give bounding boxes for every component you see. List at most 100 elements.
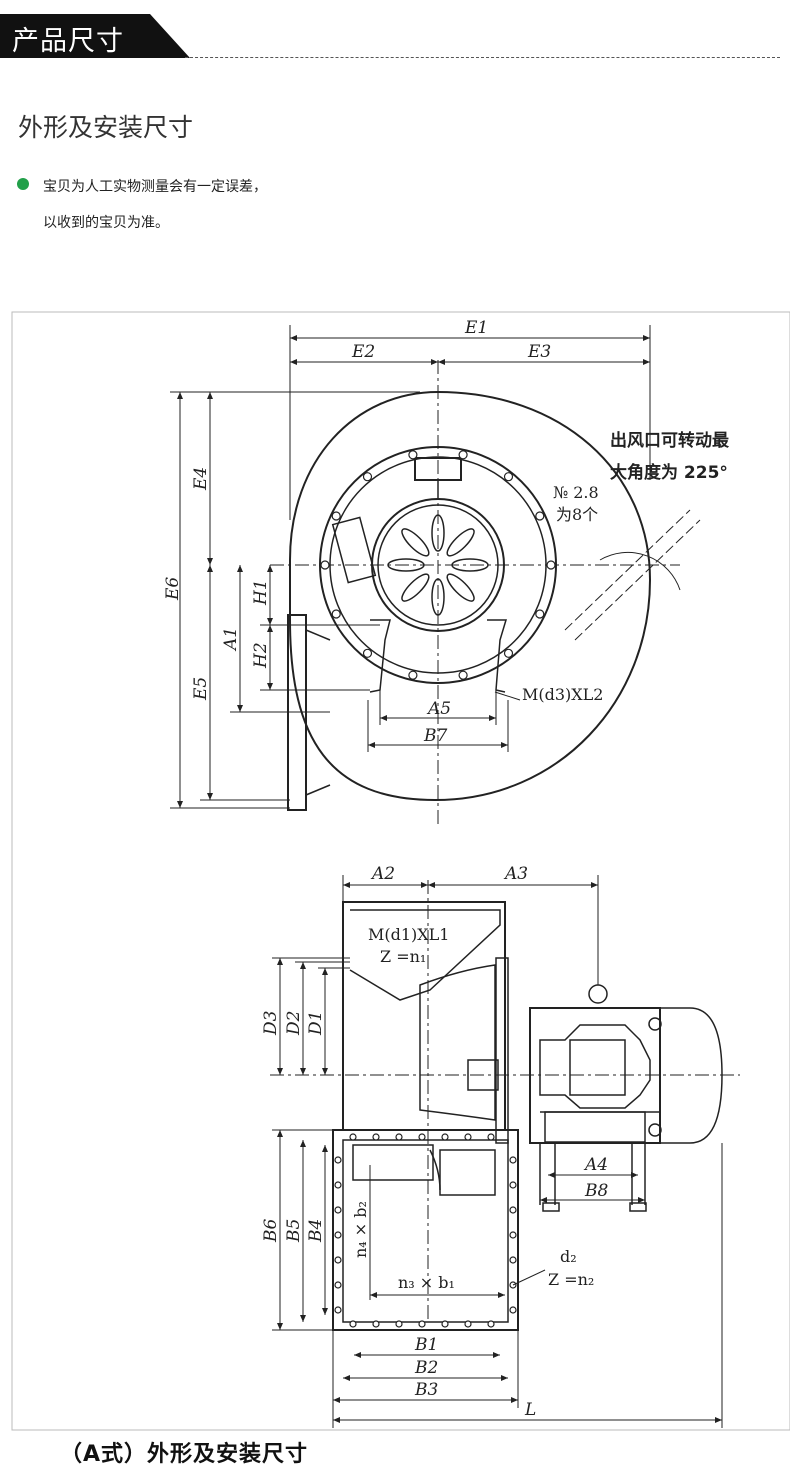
dim-H2: H2 — [251, 642, 271, 669]
dim-B3: B3 — [414, 1380, 438, 1400]
dim-E6: E6 — [163, 577, 183, 601]
base-bolt-hole — [334, 1306, 342, 1314]
flange-bolt-hole — [331, 609, 341, 619]
dim-B4: B4 — [306, 1219, 326, 1243]
base-bolt-hole — [395, 1320, 403, 1328]
dim-B8: B8 — [584, 1181, 608, 1201]
flange-bolt-hole — [408, 450, 418, 460]
bolt-holes — [320, 450, 556, 680]
flange-bolt-hole — [331, 511, 341, 521]
base-bolt-hole — [395, 1133, 403, 1141]
base-bolt-hole — [418, 1320, 426, 1328]
vent-slot — [431, 514, 445, 552]
dim-E2: E2 — [351, 342, 375, 362]
dim-A5: A5 — [426, 699, 451, 719]
dim-A4: A4 — [583, 1155, 608, 1175]
front-view — [270, 360, 701, 825]
dim-L: L — [524, 1400, 536, 1420]
d2-label: d₂ — [560, 1247, 577, 1266]
no-label-count: 为8个 — [556, 505, 598, 524]
bolt-label-side: M(d1)XL1 — [368, 925, 449, 944]
n4-b2-label: n₄ × b₂ — [351, 1201, 370, 1258]
dim-E4: E4 — [191, 467, 211, 491]
rotation-note-1: 出风口可转动最 — [610, 430, 730, 451]
base-bolt-hole — [334, 1281, 342, 1289]
base-bolt-hole — [441, 1320, 449, 1328]
base-bolt-hole — [487, 1133, 495, 1141]
flange-bolt-hole — [362, 472, 373, 482]
header-title: 产品尺寸 — [12, 26, 124, 57]
figure-caption: （A式）外形及安装尺寸 — [60, 1442, 309, 1467]
dim-B7: B7 — [423, 726, 447, 746]
flange-bolt-hole — [408, 670, 418, 680]
section-title: 外形及安装尺寸 — [18, 113, 194, 142]
base-bolt-hole — [509, 1256, 517, 1264]
base-bolt-hole — [441, 1133, 449, 1141]
flange-bolt-hole — [546, 560, 556, 570]
vent-slot — [451, 558, 489, 572]
dim-B2: B2 — [414, 1358, 438, 1378]
dim-H1: H1 — [251, 579, 271, 606]
base-bolt-hole — [464, 1133, 472, 1141]
base-bolt-hole — [372, 1320, 380, 1328]
note-line-1: 宝贝为人工实物测量会有一定误差， — [43, 179, 267, 195]
bolt-label-front: M(d3)XL2 — [522, 685, 603, 704]
z2-label: Z =n₂ — [548, 1270, 594, 1289]
base-bolt-hole — [509, 1181, 517, 1189]
rotation-note-2: 大角度为 225° — [610, 462, 728, 483]
side-view — [270, 880, 740, 1331]
flange-bolt-hole — [503, 648, 514, 658]
base-bolt-hole — [487, 1320, 495, 1328]
dim-B6: B6 — [261, 1219, 281, 1243]
base-bolt-hole — [509, 1306, 517, 1314]
header-divider — [185, 57, 780, 58]
dim-D2: D2 — [284, 1011, 304, 1036]
flange-bolt-hole — [535, 511, 545, 521]
base-bolt-hole — [349, 1133, 357, 1141]
flange-bolt-hole — [458, 450, 468, 460]
dim-B5: B5 — [284, 1219, 304, 1243]
base-bolt-hole — [349, 1320, 357, 1328]
base-bolt-hole — [509, 1156, 517, 1164]
header-tab — [0, 14, 190, 58]
base-bolt-hole — [334, 1181, 342, 1189]
vent-slot — [401, 528, 430, 557]
flange-bolt-hole — [458, 670, 468, 680]
flange-bolt-hole — [503, 472, 514, 482]
base-bolt-hole — [418, 1133, 426, 1141]
dim-B1: B1 — [414, 1335, 438, 1355]
flange-bolt-hole — [320, 560, 330, 570]
flange-bolt-hole — [535, 609, 545, 619]
base-bolt-hole — [509, 1231, 517, 1239]
motor-vents — [387, 514, 489, 616]
dim-D3: D3 — [261, 1011, 281, 1036]
base-bolt-holes — [334, 1133, 517, 1328]
dim-A1: A1 — [221, 627, 241, 652]
drawing-frame — [11, 311, 790, 1431]
dim-E5: E5 — [191, 677, 211, 701]
vent-slot — [446, 573, 475, 602]
vent-slot — [446, 528, 475, 557]
base-bolt-hole — [334, 1156, 342, 1164]
z-label: Z =n₁ — [380, 947, 426, 966]
dim-E3: E3 — [527, 342, 551, 362]
note-line-2: 以收到的宝贝为准。 — [43, 215, 169, 231]
vent-slot — [387, 558, 425, 572]
no-label: № 2.8 — [553, 483, 599, 502]
bullet-icon — [17, 178, 29, 190]
dim-D1: D1 — [306, 1011, 326, 1036]
dim-A3: A3 — [503, 864, 528, 884]
base-bolt-hole — [334, 1231, 342, 1239]
base-bolt-hole — [509, 1206, 517, 1214]
vent-slot — [431, 578, 445, 616]
dim-A2: A2 — [370, 864, 395, 884]
base-bolt-hole — [464, 1320, 472, 1328]
vent-slot — [401, 573, 430, 602]
base-bolt-hole — [334, 1256, 342, 1264]
base-bolt-hole — [372, 1133, 380, 1141]
dim-E1: E1 — [464, 318, 488, 338]
flange-bolt-hole — [362, 648, 373, 658]
base-bolt-hole — [334, 1206, 342, 1214]
n3-b1-label: n₃ × b₁ — [398, 1273, 455, 1292]
